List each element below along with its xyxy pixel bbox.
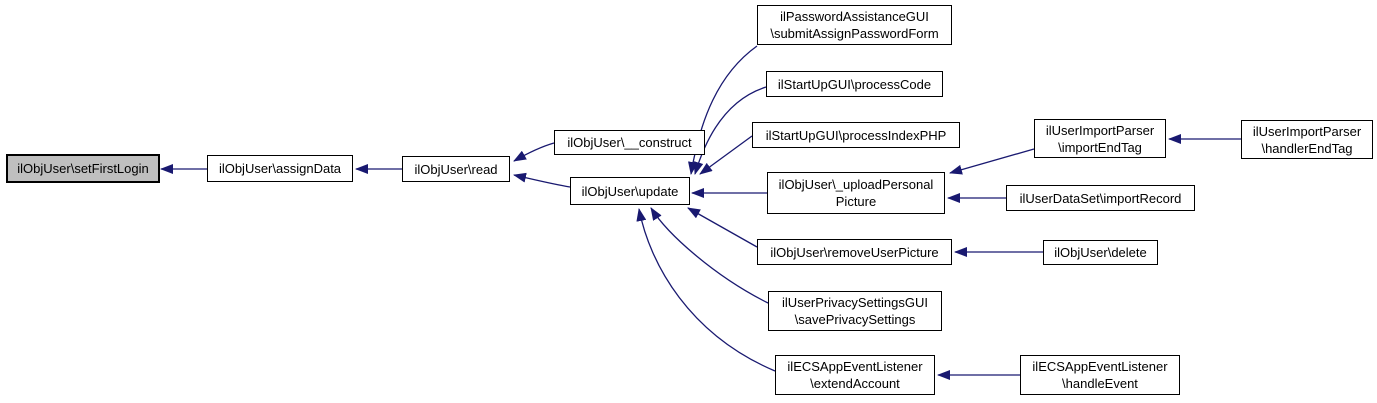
node-ilUserPrivacySettingsGUI-savePrivacySettings[interactable]: ilUserPrivacySettingsGUI \savePrivacySet… [768,291,942,331]
edge-update-to-read [513,172,571,188]
node-ilObjUser-construct[interactable]: ilObjUser\__construct [554,130,705,155]
node-ilECSAppEventListener-handleEvent[interactable]: ilECSAppEventListener \handleEvent [1020,355,1180,395]
node-ilObjUser-delete[interactable]: ilObjUser\delete [1043,240,1158,265]
edge-removeUserPicture-to-update [687,207,758,248]
edge-savePrivacySettings-to-update [650,207,769,304]
node-ilUserImportParser-importEndTag[interactable]: ilUserImportParser \importEndTag [1034,119,1166,158]
edge-processCode-to-update [693,86,767,175]
node-ilUserDataSet-importRecord[interactable]: ilUserDataSet\importRecord [1006,185,1195,211]
node-ilObjUser-removeUserPicture[interactable]: ilObjUser\removeUserPicture [757,239,952,265]
node-ilStartUpGUI-processCode[interactable]: ilStartUpGUI\processCode [766,71,943,97]
edge-importEndTag-to-uploadPersonalPicture [949,148,1035,175]
node-ilECSAppEventListener-extendAccount[interactable]: ilECSAppEventListener \extendAccount [775,355,935,395]
edge-construct-to-read [513,142,555,162]
node-ilObjUser-assignData[interactable]: ilObjUser\assignData [207,155,353,182]
node-ilStartUpGUI-processIndexPHP[interactable]: ilStartUpGUI\processIndexPHP [752,122,960,148]
edge-submitAssignPasswordForm-to-update [688,45,758,175]
node-ilUserImportParser-handlerEndTag[interactable]: ilUserImportParser \handlerEndTag [1241,120,1373,159]
edge-processIndexPHP-to-update [699,135,753,175]
node-ilObjUser-read[interactable]: ilObjUser\read [402,156,510,182]
node-ilPasswordAssistanceGUI-submitAssignPasswordForm[interactable]: ilPasswordAssistanceGUI \submitAssignPas… [757,5,952,45]
node-ilObjUser-update[interactable]: ilObjUser\update [570,177,690,205]
edge-extendAccount-to-update [636,208,776,372]
node-ilObjUser-setFirstLogin: ilObjUser\setFirstLogin [6,154,160,183]
node-ilObjUser-uploadPersonalPicture[interactable]: ilObjUser\_uploadPersonal Picture [767,172,945,214]
